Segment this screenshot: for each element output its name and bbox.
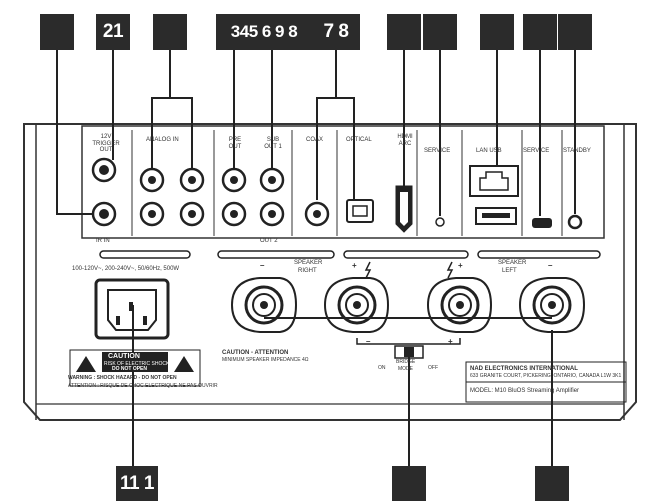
bridge-label: MODE bbox=[398, 366, 413, 372]
lan-usb-label: LAN USB bbox=[476, 148, 502, 154]
coax-label: COAX bbox=[306, 137, 324, 143]
callout-box bbox=[392, 466, 426, 501]
bridge-on-label: ON bbox=[378, 365, 386, 371]
optical-port bbox=[346, 199, 374, 223]
callout-box bbox=[423, 14, 457, 50]
standby-button bbox=[567, 214, 583, 230]
service-usb-port bbox=[532, 218, 552, 228]
callout-leaders bbox=[56, 50, 576, 466]
model-label: MODEL: M10 BluOS Streaming Amplifier bbox=[470, 388, 580, 394]
label-bar bbox=[343, 250, 469, 259]
trigger-out-label: 12V TRIGGER OUT bbox=[92, 134, 120, 154]
standby-label: STANDBY bbox=[563, 148, 591, 154]
callout-box bbox=[523, 14, 557, 50]
bridge-plus: + bbox=[448, 337, 453, 346]
speaker-right-label: RIGHT bbox=[298, 268, 317, 274]
analog-in-label: ANALOG IN bbox=[146, 137, 179, 143]
polarity-plus: + bbox=[352, 261, 357, 270]
polarity-plus: + bbox=[458, 261, 463, 270]
label-bar bbox=[217, 250, 335, 259]
analog-in-right-jack bbox=[179, 167, 205, 227]
caution-impedance: MINIMUM SPEAKER IMPEDANCE 4Ω bbox=[222, 357, 309, 363]
speaker-terminal-left-negative bbox=[518, 277, 586, 333]
warning-box-title: CAUTION bbox=[108, 353, 140, 360]
warning-box-line: DO NOT OPEN bbox=[112, 366, 148, 372]
service-button bbox=[435, 217, 445, 227]
bridge-label: BRIDGE bbox=[396, 359, 416, 365]
callout-box bbox=[558, 14, 592, 50]
callout-box bbox=[153, 14, 187, 50]
caution-title: CAUTION - ATTENTION bbox=[222, 350, 289, 356]
usb-port bbox=[475, 207, 517, 225]
sub-out-jack bbox=[259, 167, 285, 227]
bridge-bolt-icon bbox=[446, 261, 454, 279]
bridge-switch-knob bbox=[404, 347, 414, 357]
callout-box bbox=[387, 14, 421, 50]
warning-label bbox=[69, 349, 201, 387]
sub-out-label: SUB OUT 1 bbox=[264, 137, 282, 150]
optical-label: OPTICAL bbox=[346, 137, 372, 143]
polarity-minus: – bbox=[260, 261, 265, 270]
warning-box-line: RISK OF ELECTRIC SHOCK bbox=[104, 361, 170, 367]
callout-box bbox=[535, 466, 569, 501]
ir-in-label: IR IN bbox=[96, 238, 110, 244]
bridge-bracket bbox=[356, 338, 461, 345]
callout-box: 11 1 bbox=[116, 466, 158, 501]
lan-port bbox=[469, 165, 519, 197]
bridge-minus: – bbox=[366, 337, 371, 346]
nad-address: 633 GRANITE COURT, PICKERING, ONTARIO, C… bbox=[470, 373, 622, 379]
coax-jack bbox=[304, 201, 330, 227]
service-label: SERVICE bbox=[523, 148, 550, 154]
chassis-outline bbox=[23, 123, 637, 421]
out-2-label: OUT 2 bbox=[260, 238, 278, 244]
nad-title: NAD ELECTRONICS INTERNATIONAL bbox=[470, 366, 578, 372]
label-bar bbox=[99, 250, 191, 259]
speaker-left-label: SPEAKER bbox=[498, 260, 527, 266]
polarity-minus: – bbox=[548, 261, 553, 270]
pre-out-label: PRE OUT bbox=[228, 137, 242, 150]
callout-box: 345 6 9 8 bbox=[216, 14, 312, 50]
speaker-terminal-left-positive bbox=[426, 277, 493, 333]
speaker-right-label: SPEAKER bbox=[294, 260, 323, 266]
power-rating-label: 100-120V~, 200-240V~, 50/60Hz, 500W bbox=[72, 266, 180, 272]
trigger-jack bbox=[91, 157, 117, 183]
speaker-terminal-right-positive bbox=[323, 277, 390, 333]
callout-box: 7 8 bbox=[312, 14, 360, 50]
bridge-bolt-icon bbox=[364, 261, 372, 279]
warning-text: WARNING : SHOCK HAZARD - DO NOT OPEN bbox=[68, 375, 177, 381]
io-panel bbox=[81, 125, 605, 239]
callout-box bbox=[480, 14, 514, 50]
callout-box bbox=[40, 14, 74, 50]
ir-in-jack bbox=[91, 201, 117, 227]
speaker-left-label: LEFT bbox=[502, 268, 517, 274]
hdmi-label: HDMI ARC bbox=[397, 134, 413, 147]
service-label: SERVICE bbox=[424, 148, 451, 154]
label-bar bbox=[477, 250, 601, 259]
hdmi-port bbox=[395, 185, 413, 233]
attention-text: ATTENTION : RISQUE DE CHOC ELECTRIQUE-NE… bbox=[68, 383, 218, 389]
callout-box: 21 bbox=[96, 14, 130, 50]
speaker-terminal-right-negative bbox=[230, 277, 298, 333]
bridge-off-label: OFF bbox=[428, 365, 438, 371]
analog-in-left-jack bbox=[139, 167, 165, 227]
pre-out-jack bbox=[221, 167, 247, 227]
